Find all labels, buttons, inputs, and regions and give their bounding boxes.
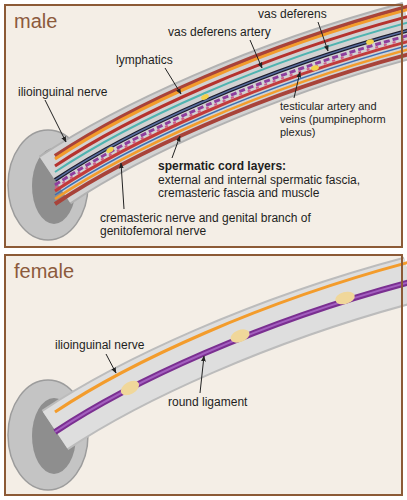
male-cord [8, 6, 407, 240]
callout-label: testicular artery and veins (pumpinephor… [280, 100, 404, 139]
callout-label: vas deferens [258, 8, 327, 21]
callout-label: round ligament [168, 396, 247, 409]
callout-label: ilioinguinal nerve [55, 339, 144, 352]
callout-label: spermatic cord layers: [158, 160, 286, 173]
callout-label: vas deferens artery [168, 26, 271, 39]
panel-heading: female [14, 260, 74, 283]
callout-label: external and internal spermatic fascia, … [158, 174, 398, 200]
female-canal [8, 262, 407, 490]
panel-heading: male [14, 10, 57, 33]
callout-label: ilioinguinal nerve [18, 86, 107, 99]
callout-label: lymphatics [116, 54, 173, 67]
panel: female [4, 254, 403, 496]
leader-lines [45, 22, 328, 393]
callout-label: cremasteric nerve and genital branch of … [100, 212, 336, 238]
